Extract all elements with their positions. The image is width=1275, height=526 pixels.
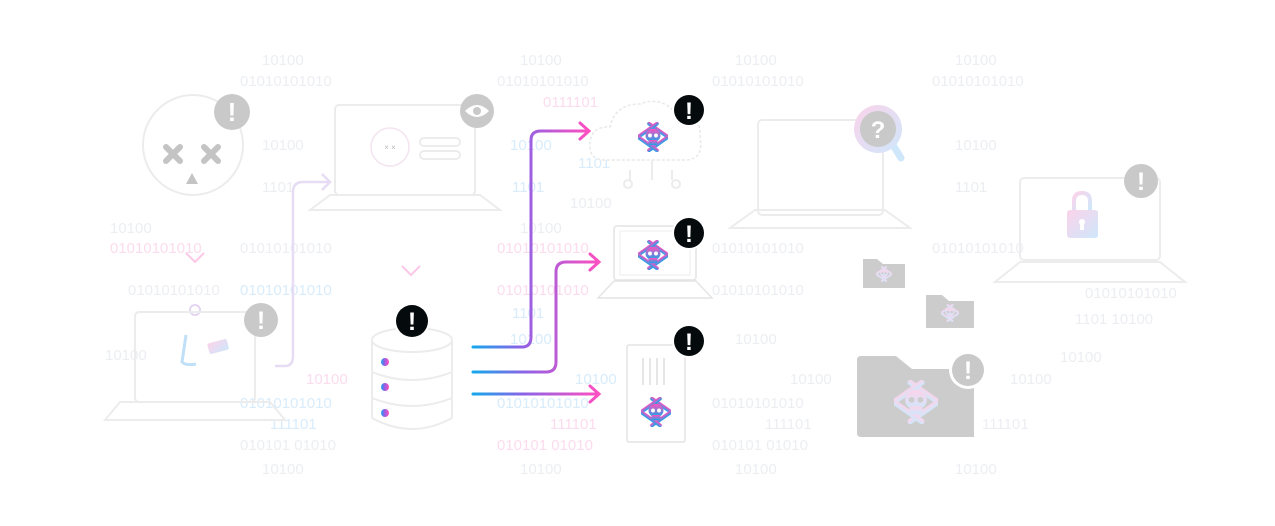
binary-text: 10100 <box>570 195 612 212</box>
binary-text: 111101 <box>765 416 812 433</box>
binary-text: 01010101010 <box>932 240 1024 257</box>
binary-text: 10100 <box>306 371 348 388</box>
binary-text: 10100 <box>955 461 997 478</box>
binary-text: 01010101010 <box>240 395 332 412</box>
binary-text: 111101 <box>982 416 1029 433</box>
binary-text: 10100 <box>262 461 304 478</box>
binary-text: 010101 01010 <box>712 437 808 454</box>
svg-text:!: ! <box>257 307 265 335</box>
binary-text: 01010101010 <box>712 73 804 90</box>
binary-text: 01010101010 <box>1085 285 1177 302</box>
binary-text: 10100 <box>735 461 777 478</box>
alert-icon: ! <box>672 324 706 358</box>
binary-text: 10100 <box>520 220 562 237</box>
magnifier-question-icon: ? <box>854 105 905 162</box>
alert-icon: ! <box>394 303 430 339</box>
laptop-icon <box>102 311 288 421</box>
spread-arrows <box>471 121 602 404</box>
arrow-down-icon <box>401 232 421 277</box>
binary-text: 10100 <box>955 137 997 154</box>
binary-text: 01010101010 <box>128 282 220 299</box>
laptop-icon <box>992 177 1188 283</box>
binary-text: 01010101010 <box>712 395 804 412</box>
arrow-to-server <box>471 384 602 404</box>
alert-icon: ! <box>672 93 706 127</box>
cloud-icon <box>589 100 702 189</box>
server-icon <box>626 344 686 443</box>
svg-text:?: ? <box>871 117 886 144</box>
alert-icon: ! <box>1124 164 1158 198</box>
binary-text: 10100 <box>575 371 617 388</box>
flow-arrow <box>275 173 332 368</box>
svg-text:!: ! <box>685 98 693 125</box>
monitor-icon: × × <box>307 104 503 211</box>
binary-text: 10100 <box>110 220 152 237</box>
svg-text:!: ! <box>685 329 693 356</box>
binary-text: 0111101 <box>543 94 598 111</box>
binary-background: 10100 01010101010 10100 1101 10100 01010… <box>105 52 1177 478</box>
binary-text: 010101 01010 <box>240 437 336 454</box>
binary-text: 01010101010 <box>240 73 332 90</box>
binary-text: 01010101010 <box>497 282 589 299</box>
database-icon <box>371 327 453 430</box>
binary-text: 10100 <box>262 137 304 154</box>
alert-icon: ! <box>949 351 987 389</box>
svg-text:!: ! <box>228 97 237 127</box>
binary-text: 10100 <box>955 52 997 69</box>
svg-text:!: ! <box>1137 168 1145 196</box>
svg-text:!: ! <box>408 308 416 336</box>
folder-skull-icon <box>857 356 974 437</box>
folder-skull-icon <box>926 295 974 328</box>
binary-text: 10100 <box>735 331 777 348</box>
arrow-down-icon <box>185 220 205 325</box>
binary-text: 1101 <box>262 179 294 196</box>
binary-text: 01010101010 <box>497 240 589 257</box>
alert-icon: ! <box>672 216 706 250</box>
binary-text: 01010101010 <box>497 73 589 90</box>
binary-text: 1101 <box>512 179 544 196</box>
binary-text: 10100 <box>1010 371 1052 388</box>
binary-text: 10100 <box>520 52 562 69</box>
binary-text: 10100 <box>105 347 147 364</box>
svg-text:!: ! <box>685 221 693 248</box>
binary-text: 111101 <box>270 416 317 433</box>
alert-icon: ! <box>244 303 278 337</box>
folder-skull-icon <box>863 259 905 288</box>
binary-text: 01010101010 <box>110 240 202 257</box>
binary-text: 1101 10100 <box>1075 311 1153 328</box>
binary-text: 01010101010 <box>497 395 589 412</box>
binary-text: 10100 <box>790 371 832 388</box>
binary-text: 10100 <box>735 52 777 69</box>
arrow-to-cloud <box>471 121 592 349</box>
binary-text: 01010101010 <box>240 282 332 299</box>
binary-text: 01010101010 <box>240 240 332 257</box>
svg-text:× ×: × × <box>384 143 396 152</box>
binary-text: 01010101010 <box>712 282 804 299</box>
binary-text: 1101 <box>512 305 544 322</box>
lock-icon <box>1067 190 1098 238</box>
arrow-to-laptop <box>471 252 602 374</box>
binary-text: 010101 01010 <box>497 437 593 454</box>
binary-text: 01010101010 <box>712 240 804 257</box>
dead-face-icon <box>142 94 244 196</box>
binary-text: 10100 <box>520 461 562 478</box>
eye-icon <box>460 94 494 128</box>
phishing-hook-icon <box>180 334 229 367</box>
binary-text: 10100 <box>1060 349 1102 366</box>
binary-text: 10100 <box>262 52 304 69</box>
svg-text:!: ! <box>964 357 972 385</box>
binary-text: 1101 <box>955 179 987 196</box>
binary-text: 111101 <box>550 416 597 433</box>
alert-icon: ! <box>214 94 250 130</box>
monitor-icon <box>726 119 914 229</box>
binary-text: 01010101010 <box>932 73 1024 90</box>
